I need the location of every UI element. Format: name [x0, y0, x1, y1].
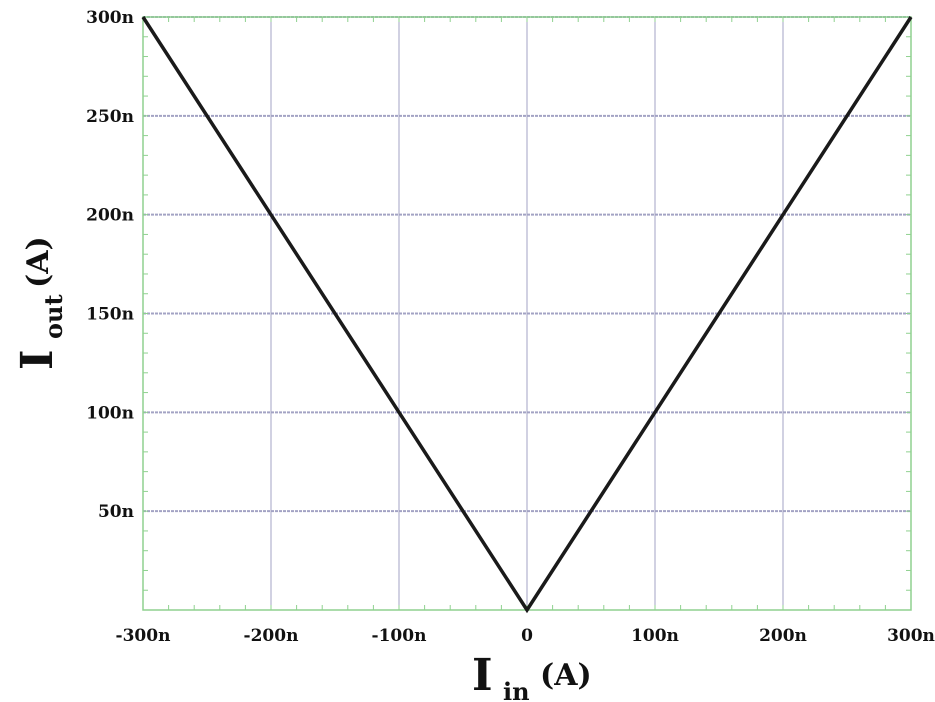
grid-lines — [142, 16, 912, 610]
x-tick-label: -300n — [116, 626, 171, 646]
y-tick-labels: 50n 100n 150n 200n 250n 300n — [86, 8, 134, 522]
y-tick-label: 150n — [86, 305, 134, 325]
x-tick-label: 0 — [521, 626, 533, 646]
x-tick-label: 300n — [887, 626, 935, 646]
y-tick-label: 100n — [86, 403, 134, 423]
series-line-0 — [141, 16, 913, 614]
x-axis-unit: (A) — [540, 658, 592, 693]
x-tick-labels: -300n -200n -100n 0 100n 200n 300n — [116, 626, 935, 646]
x-tick-label: 200n — [759, 626, 807, 646]
y-axis-subscript: out — [39, 294, 68, 339]
y-tick-label: 250n — [86, 107, 134, 127]
y-tick-label: 50n — [98, 502, 134, 522]
x-axis-label: I in (A) — [472, 650, 592, 702]
minor-ticks — [142, 16, 912, 611]
x-tick-label: -200n — [244, 626, 299, 646]
y-tick-label: 200n — [86, 206, 134, 226]
x-tick-label: -100n — [372, 626, 427, 646]
y-tick-label: 300n — [86, 8, 134, 28]
x-axis-subscript: in — [503, 677, 530, 702]
series-layer — [141, 16, 913, 614]
x-axis-symbol: I — [472, 650, 493, 701]
y-axis-label: I out (A) — [12, 236, 68, 370]
x-tick-label: 100n — [631, 626, 679, 646]
y-axis-unit: (A) — [21, 236, 56, 288]
y-axis-symbol: I — [12, 349, 63, 370]
